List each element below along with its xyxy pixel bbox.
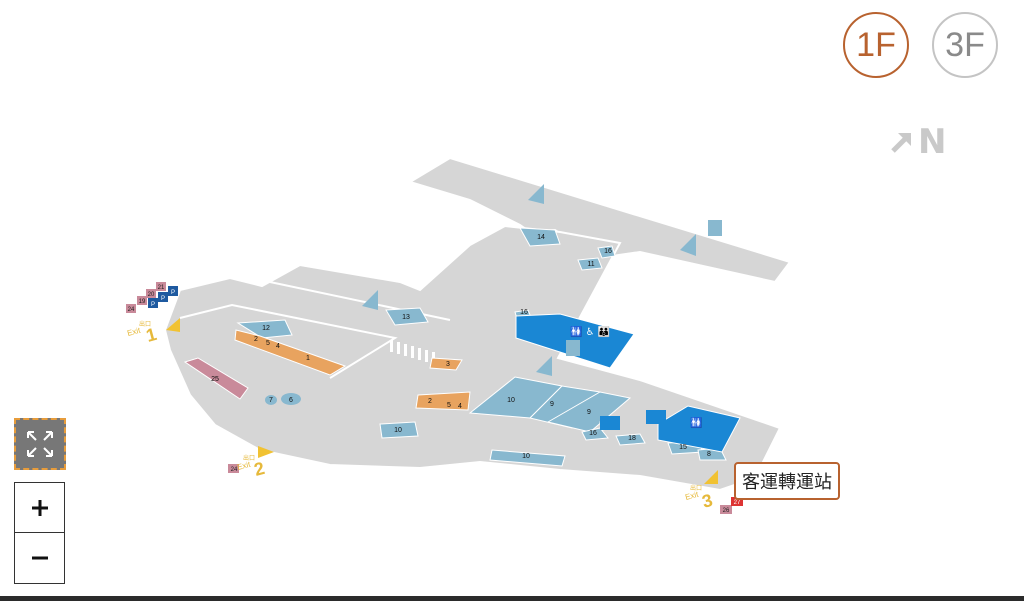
svg-text:1: 1 (306, 355, 310, 362)
area-10b (379, 421, 419, 439)
area-14 (519, 227, 561, 247)
svg-text:10: 10 (394, 427, 402, 434)
svg-text:24: 24 (231, 467, 238, 473)
svg-text:5: 5 (447, 402, 451, 409)
exit-1[interactable]: 出口 Exit 1 (126, 318, 180, 346)
svg-text:3: 3 (446, 361, 450, 368)
svg-text:24: 24 (128, 307, 135, 313)
exit-3[interactable]: 出口 Exit 3 (684, 470, 718, 512)
svg-text:出口: 出口 (690, 484, 702, 492)
parking-marker-27 (731, 497, 743, 506)
parking-marker-19 (137, 296, 147, 305)
parking-marker-21 (156, 282, 166, 291)
compass: N (890, 122, 946, 162)
svg-text:18: 18 (628, 435, 636, 442)
svg-text:27: 27 (734, 500, 741, 506)
area-labels: 12 2 5 4 1 25 7 6 13 14 16 11 16 3 2 5 4… (211, 234, 711, 460)
area-10c (489, 449, 566, 467)
shop-areas[interactable] (183, 227, 727, 467)
svg-text:12: 12 (262, 325, 270, 332)
svg-text:16: 16 (589, 430, 597, 437)
fullscreen-icon (27, 431, 53, 457)
svg-text:11: 11 (587, 261, 594, 268)
svg-text:P: P (171, 290, 175, 296)
svg-text:14: 14 (537, 234, 545, 241)
svg-text:16: 16 (520, 309, 528, 316)
floor-3f-button[interactable]: 3F (932, 12, 998, 78)
accessible-icon-south (600, 416, 620, 430)
svg-text:2: 2 (254, 336, 258, 343)
svg-text:26: 26 (723, 508, 730, 514)
area-3 (429, 357, 463, 371)
svg-text:4: 4 (276, 343, 280, 350)
minus-icon (31, 556, 48, 560)
exit-2[interactable]: 出口 Exit 2 (236, 446, 274, 480)
fullscreen-button[interactable] (14, 418, 66, 470)
plus-icon (31, 499, 48, 516)
svg-text:🚻 ♿ 👪: 🚻 ♿ 👪 (570, 325, 610, 338)
area-25 (183, 357, 249, 400)
area-6 (281, 393, 301, 405)
parking-icon-3 (168, 286, 178, 296)
svg-text:Exit: Exit (684, 490, 700, 502)
parking-icon-1 (148, 298, 158, 308)
svg-text:15: 15 (679, 444, 687, 451)
svg-text:2: 2 (252, 458, 267, 480)
svg-text:出口: 出口 (243, 454, 255, 462)
parking-marker-24b (228, 464, 239, 473)
area-7 (265, 395, 277, 405)
bus-station-label[interactable]: 客運轉運站 (734, 462, 840, 500)
area-13 (385, 307, 429, 326)
zoom-control (14, 482, 65, 584)
svg-text:25: 25 (211, 376, 219, 383)
area-food-south (415, 391, 471, 411)
svg-text:4: 4 (458, 403, 462, 410)
svg-text:13: 13 (402, 314, 410, 321)
floor-1f-button[interactable]: 1F (843, 12, 909, 78)
parking-marker-24a (126, 304, 136, 313)
svg-text:20: 20 (148, 292, 155, 298)
area-16a (597, 245, 616, 259)
svg-text:8: 8 (707, 451, 711, 458)
svg-text:3: 3 (700, 490, 715, 512)
svg-text:21: 21 (158, 285, 165, 291)
svg-text:Exit: Exit (236, 460, 252, 472)
svg-text:16: 16 (604, 248, 612, 255)
north-label: N (918, 122, 947, 162)
parking-marker-26 (720, 505, 732, 514)
zoom-in-button[interactable] (15, 483, 64, 533)
parking-icon-2 (158, 292, 168, 302)
parking-marker-20 (146, 289, 156, 298)
svg-text:9: 9 (550, 401, 554, 408)
svg-text:2: 2 (428, 398, 432, 405)
svg-text:出口: 出口 (139, 320, 151, 328)
svg-text:5: 5 (266, 340, 270, 347)
north-arrow-icon (891, 133, 911, 153)
svg-text:7: 7 (269, 397, 273, 404)
svg-text:Exit: Exit (126, 326, 142, 338)
svg-text:P: P (151, 302, 155, 308)
svg-text:6: 6 (289, 397, 293, 404)
parking-markers[interactable]: 24 19 20 21 P P P 24 26 27 (126, 282, 743, 514)
area-9b (546, 391, 632, 433)
svg-text:19: 19 (139, 299, 146, 305)
zoom-out-button[interactable] (15, 533, 64, 583)
area-11 (577, 257, 603, 271)
svg-text:10: 10 (522, 453, 530, 460)
svg-text:1: 1 (144, 324, 159, 346)
restroom-south (657, 405, 741, 453)
escalator-icons (362, 184, 722, 376)
area-16c (581, 427, 609, 441)
svg-text:🚻: 🚻 (690, 416, 702, 429)
area-12 (236, 319, 293, 339)
svg-text:9: 9 (587, 409, 591, 416)
area-18 (615, 433, 646, 446)
bottom-bar (0, 596, 1024, 601)
accessible-icon-north (646, 410, 666, 424)
svg-text:P: P (161, 296, 165, 302)
area-food-west (234, 329, 347, 376)
svg-text:10: 10 (507, 397, 515, 404)
